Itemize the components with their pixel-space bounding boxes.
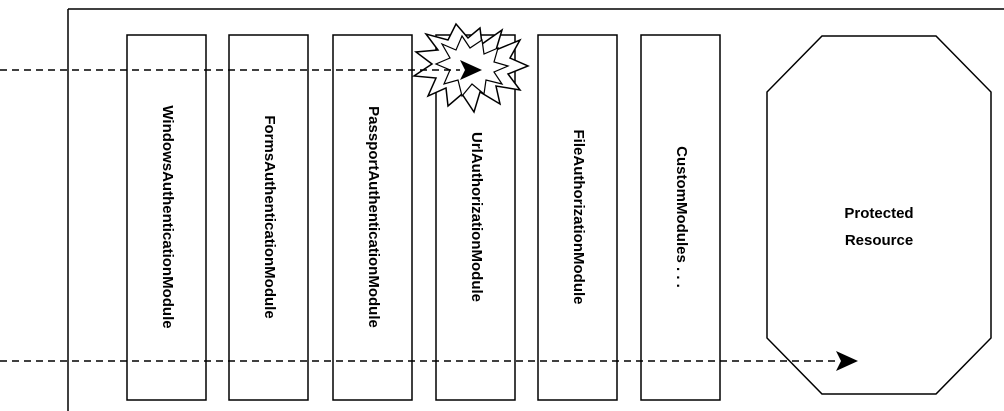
module-label-windows-authentication: WindowsAuthenticationModule <box>159 105 176 328</box>
module-box-custom-modules <box>640 34 721 401</box>
module-label-forms-authentication: FormsAuthenticationModule <box>261 115 278 318</box>
module-box-file-authorization <box>537 34 618 401</box>
module-label-url-authorization: UrlAuthorizationModule <box>468 132 485 302</box>
module-box-passport-authentication <box>332 34 413 401</box>
module-label-file-authorization: FileAuthorizationModule <box>570 130 587 305</box>
request-path-rejected-arrowhead-icon <box>460 60 482 80</box>
request-path-authorized-arrowhead-icon <box>836 351 858 371</box>
protected-resource-octagon <box>766 35 992 395</box>
resource-label-line1: Protected <box>844 205 913 222</box>
resource-label-line2: Resource <box>845 232 913 249</box>
module-box-forms-authentication <box>228 34 309 401</box>
module-box-windows-authentication <box>126 34 207 401</box>
module-label-passport-authentication: PassportAuthenticationModule <box>365 106 382 328</box>
module-label-custom-modules: CustomModules . . . <box>673 146 690 288</box>
